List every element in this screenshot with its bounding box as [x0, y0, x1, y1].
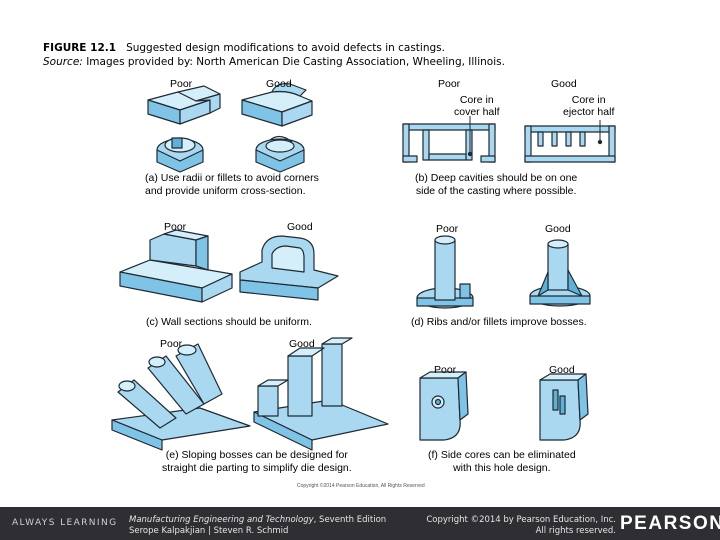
panel-b-caption: (b) Deep cavities should be on one side … [415, 172, 578, 197]
panel-e-poor-label: Poor [160, 338, 183, 350]
panel-b-poor-note: Core in cover half [454, 94, 500, 118]
panel-a-poor-label: Poor [170, 78, 193, 90]
figure-title: Suggested design modifications to avoid … [126, 42, 445, 54]
panel-c-poor-label: Poor [164, 221, 187, 233]
source-label: Source: [43, 56, 83, 68]
book-edition: , Seventh Edition [313, 515, 387, 525]
panel-a-good-ring [255, 135, 305, 173]
panel-b-poor-section [402, 116, 496, 163]
pearson-logo: PEARSON [620, 513, 720, 534]
panel-d-good-boss [529, 239, 591, 307]
panel-e-good-label: Good [289, 338, 315, 350]
panel-c-good-label: Good [287, 221, 313, 233]
panel-f-good-part [539, 373, 589, 441]
panel-c-poor-part [119, 229, 233, 303]
casting-illustrations [111, 83, 616, 451]
panel-a-good-label: Good [266, 78, 292, 90]
panel-c-caption: (c) Wall sections should be uniform. [146, 316, 312, 328]
panel-b-good-label: Good [551, 78, 577, 90]
panel-b-poor-label: Poor [438, 78, 461, 90]
panel-a-poor-ring [156, 137, 204, 173]
panel-f-good-label: Good [549, 364, 575, 376]
source-text: Images provided by: North American Die C… [86, 56, 505, 68]
panel-f-poor-part [419, 371, 469, 441]
book-authors: Serope Kalpakjian | Steven R. Schmid [129, 526, 289, 536]
figure-caption: FIGURE 12.1 Suggested design modificatio… [43, 41, 505, 69]
footer-brand: ALWAYS LEARNING [12, 518, 118, 528]
book-title: Manufacturing Engineering and Technology [129, 515, 314, 525]
footer-book-info: Manufacturing Engineering and Technology… [129, 515, 386, 537]
footer-copyright: Copyright ©2014 by Pearson Education, In… [426, 515, 616, 536]
panel-d-caption: (d) Ribs and/or fillets improve bosses. [411, 316, 587, 328]
panel-e-good-part [253, 337, 389, 451]
panel-b-good-note: Core in ejector half [563, 94, 615, 118]
image-copyright: Copyright ©2014 Pearson Education, All R… [297, 483, 425, 489]
figure-label: FIGURE 12.1 [43, 42, 117, 54]
footer-bar: ALWAYS LEARNING Manufacturing Engineerin… [0, 507, 720, 540]
panel-a-poor-block [147, 85, 221, 125]
panel-d-poor-label: Poor [436, 223, 459, 235]
panel-b-good-section [524, 120, 616, 163]
panel-e-caption: (e) Sloping bosses can be designed for s… [162, 449, 352, 474]
panel-d-good-label: Good [545, 223, 571, 235]
panel-a-good-block [241, 83, 313, 127]
panel-f-poor-label: Poor [434, 364, 457, 376]
panel-c-good-part [239, 235, 339, 301]
panel-a-caption: (a) Use radii or fillets to avoid corner… [145, 172, 319, 197]
panel-d-poor-boss [416, 235, 474, 309]
panel-e-poor-part [111, 343, 251, 451]
panel-f-caption: (f) Side cores can be eliminated with th… [428, 449, 576, 474]
